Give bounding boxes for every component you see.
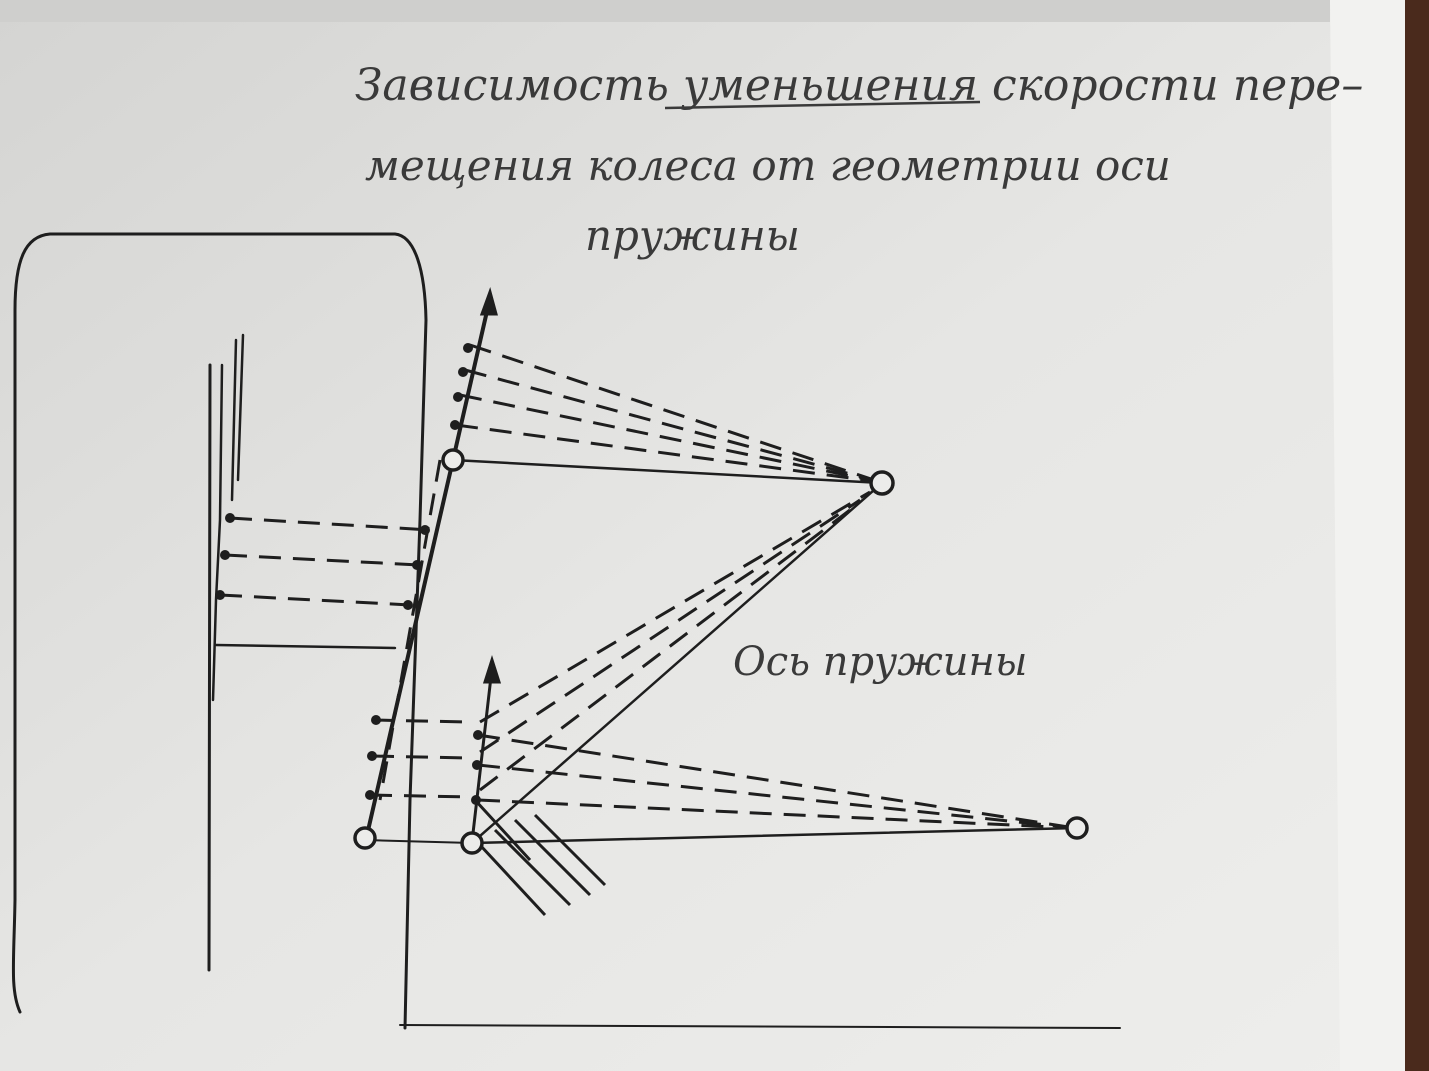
trajectory-points — [215, 343, 483, 805]
wheel-center-plane — [207, 363, 212, 972]
upper-ball-joint — [441, 448, 465, 472]
wheel-outline — [11, 232, 428, 1030]
upper-arm-pivot — [869, 470, 895, 496]
spring-axis-line — [470, 481, 884, 845]
kingpin-axis — [365, 458, 455, 837]
arrow-up-icon — [482, 655, 502, 684]
lower-arrow — [470, 666, 494, 844]
upper-ball-joint-arrow — [451, 296, 492, 462]
upper-control-arm — [451, 458, 884, 485]
wheel-contact-point — [353, 826, 377, 850]
lower-arm-extension — [364, 839, 473, 844]
lower-arm-pivot — [1065, 816, 1089, 840]
spring-axis-label: Ось пружины — [733, 639, 1027, 685]
lower-ball-joint — [460, 831, 484, 855]
wheel-hub-line — [214, 643, 397, 650]
svg-text:мещения колеса от геометрии ос: мещения колеса от геометрии оси — [365, 141, 1171, 190]
title-underline — [664, 100, 981, 110]
table-edge — [1405, 0, 1429, 1071]
svg-text:Зависимость уменьшения скорост: Зависимость уменьшения скорости пере– — [355, 60, 1363, 111]
paper-top-shadow — [0, 0, 1330, 22]
arrow-up-icon — [479, 287, 498, 316]
dashed-construction-lines — [219, 343, 1076, 830]
svg-text:пружины: пружины — [585, 211, 800, 260]
hatching — [473, 798, 607, 917]
lower-control-arm — [470, 826, 1079, 845]
ground-line — [399, 1024, 1121, 1029]
wheel-rim-detail — [211, 333, 245, 702]
diagram-title: Зависимость уменьшения скорости пере– ме… — [355, 60, 1363, 260]
paper-edge-shadow — [1330, 0, 1405, 1071]
